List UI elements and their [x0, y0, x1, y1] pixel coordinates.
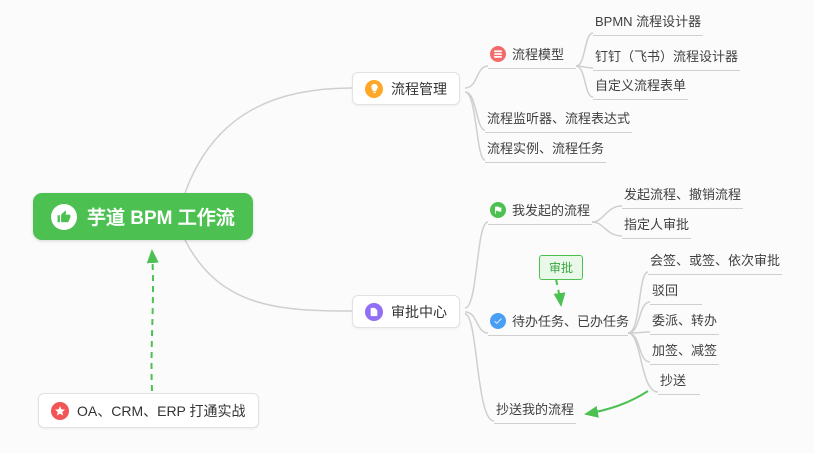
star-icon	[51, 401, 69, 420]
approval-tag[interactable]: 审批	[539, 255, 584, 280]
node-cc-my-process[interactable]: 抄送我的流程	[494, 399, 577, 424]
node-bpmn-designer[interactable]: BPMN 流程设计器	[593, 11, 704, 36]
node-oa-crm-erp[interactable]: OA、CRM、ERP 打通实战	[38, 393, 259, 428]
node-add-reduce-sign[interactable]: 加签、减签	[650, 340, 720, 365]
node-label: BPMN 流程设计器	[595, 14, 702, 29]
node-dingtalk-feishu-designer[interactable]: 钉钉（飞书）流程设计器	[593, 46, 741, 71]
tag-label: 审批	[549, 261, 574, 275]
node-process-model[interactable]: 流程模型	[488, 44, 576, 69]
node-listener-expression[interactable]: 流程监听器、流程表达式	[485, 108, 633, 133]
node-label: 流程实例、流程任务	[487, 141, 605, 156]
node-label: 抄送我的流程	[496, 402, 575, 417]
node-delegate-transfer[interactable]: 委派、转办	[650, 310, 720, 335]
root-label: 芋道 BPM 工作流	[87, 208, 235, 229]
node-label: 会签、或签、依次审批	[650, 253, 781, 268]
node-label: 指定人审批	[624, 217, 690, 232]
check-icon	[490, 312, 506, 329]
node-custom-form[interactable]: 自定义流程表单	[593, 75, 689, 100]
node-assignee-approval[interactable]: 指定人审批	[622, 214, 692, 239]
node-instance-task[interactable]: 流程实例、流程任务	[485, 138, 607, 163]
node-label: 委派、转办	[652, 313, 718, 328]
node-label: 审批中心	[391, 303, 447, 320]
node-approval-center[interactable]: 审批中心	[352, 295, 460, 328]
node-label: 我发起的流程	[512, 203, 591, 218]
node-countersign[interactable]: 会签、或签、依次审批	[648, 250, 783, 275]
arrow-approval-to-todo	[553, 278, 566, 307]
arrow-cc-to-ccmyprocess	[584, 390, 649, 418]
node-my-initiated[interactable]: 我发起的流程	[488, 200, 592, 225]
arrow-oa-to-root	[146, 249, 159, 392]
node-reject[interactable]: 驳回	[650, 280, 702, 305]
node-label: 流程监听器、流程表达式	[487, 111, 631, 126]
root-node[interactable]: 芋道 BPM 工作流	[33, 193, 253, 240]
node-label: 自定义流程表单	[595, 78, 687, 93]
node-label: 待办任务、已办任务	[512, 314, 630, 329]
node-label: 流程模型	[512, 47, 565, 62]
node-label: 抄送	[660, 373, 687, 388]
document-icon	[365, 302, 383, 321]
node-label: 钉钉（飞书）流程设计器	[595, 49, 739, 64]
node-label: 加签、减签	[652, 343, 718, 358]
node-label: 发起流程、撤销流程	[624, 187, 742, 202]
list-icon	[490, 45, 506, 62]
node-todo-done[interactable]: 待办任务、已办任务	[488, 311, 630, 336]
node-initiate-cancel[interactable]: 发起流程、撤销流程	[622, 184, 744, 209]
node-label: 驳回	[652, 283, 679, 298]
node-process-management[interactable]: 流程管理	[352, 72, 460, 105]
node-label: OA、CRM、ERP 打通实战	[77, 402, 246, 419]
flag-icon	[490, 201, 506, 218]
node-cc[interactable]: 抄送	[658, 370, 700, 395]
thumbs-up-icon	[51, 203, 77, 230]
node-label: 流程管理	[391, 80, 447, 97]
bulb-icon	[365, 79, 383, 98]
